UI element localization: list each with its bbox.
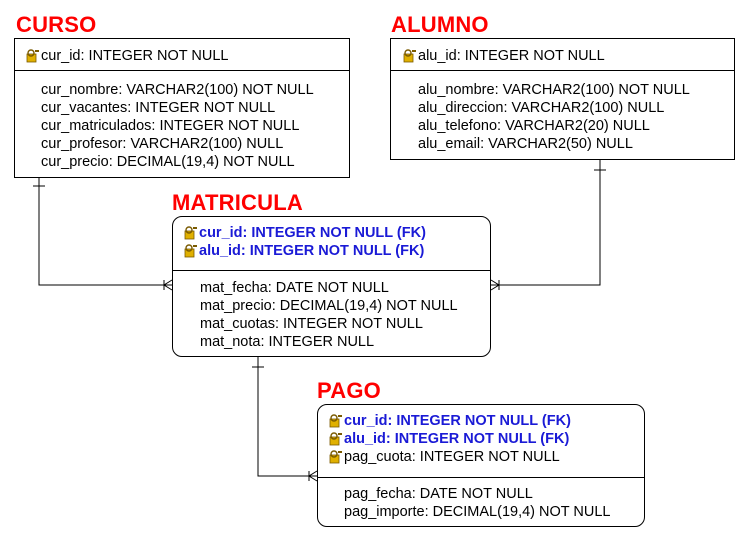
pago-key-row: pag_cuota: INTEGER NOT NULL: [329, 448, 644, 466]
curso-key-section: cur_id: INTEGER NOT NULL: [15, 47, 349, 65]
alumno-attribute: alu_email: VARCHAR2(50) NULL: [418, 136, 633, 152]
curso-attributes: cur_nombre: VARCHAR2(100) NOT NULL cur_v…: [15, 81, 349, 171]
pago-key-2: pag_cuota: INTEGER NOT NULL: [344, 449, 560, 465]
matricula-key-section: cur_id: INTEGER NOT NULL (FK) alu_id: IN…: [173, 224, 490, 260]
relationship-curso-matricula: [33, 178, 173, 291]
alumno-attribute: alu_direccion: VARCHAR2(100) NULL: [418, 100, 665, 116]
curso-key-row: cur_id: INTEGER NOT NULL: [26, 47, 349, 65]
entity-matricula[interactable]: cur_id: INTEGER NOT NULL (FK) alu_id: IN…: [172, 216, 491, 357]
curso-divider: [15, 70, 349, 71]
curso-attribute: cur_matriculados: INTEGER NOT NULL: [41, 118, 300, 134]
key-icon: [184, 244, 197, 258]
matricula-attribute: mat_cuotas: INTEGER NOT NULL: [200, 316, 423, 332]
curso-attribute: cur_vacantes: INTEGER NOT NULL: [41, 100, 276, 116]
alumno-key-0: alu_id: INTEGER NOT NULL: [418, 48, 605, 64]
key-icon: [184, 226, 197, 240]
entity-title-curso: CURSO: [16, 12, 97, 37]
relationship-matricula-pago: [252, 357, 318, 482]
alumno-key-row: alu_id: INTEGER NOT NULL: [403, 47, 734, 65]
pago-divider: [318, 477, 644, 478]
entity-alumno[interactable]: alu_id: INTEGER NOT NULL alu_nombre: VAR…: [390, 38, 735, 160]
curso-attribute: cur_nombre: VARCHAR2(100) NOT NULL: [41, 82, 314, 98]
entity-title-alumno: ALUMNO: [391, 12, 489, 37]
matricula-key-row: alu_id: INTEGER NOT NULL (FK): [184, 242, 490, 260]
pago-key-0: cur_id: INTEGER NOT NULL (FK): [344, 413, 571, 429]
key-icon: [329, 414, 342, 428]
pago-key-row: cur_id: INTEGER NOT NULL (FK): [329, 412, 644, 430]
pago-attributes: pag_fecha: DATE NOT NULL pag_importe: DE…: [318, 485, 644, 521]
matricula-attribute: mat_precio: DECIMAL(19,4) NOT NULL: [200, 298, 458, 314]
matricula-attribute: mat_nota: INTEGER NULL: [200, 334, 375, 350]
alumno-attributes: alu_nombre: VARCHAR2(100) NOT NULL alu_d…: [391, 81, 734, 153]
entity-pago[interactable]: cur_id: INTEGER NOT NULL (FK) alu_id: IN…: [317, 404, 645, 527]
pago-attribute: pag_importe: DECIMAL(19,4) NOT NULL: [344, 504, 611, 520]
key-icon: [26, 49, 39, 63]
matricula-key-row: cur_id: INTEGER NOT NULL (FK): [184, 224, 490, 242]
curso-attribute: cur_profesor: VARCHAR2(100) NULL: [41, 136, 284, 152]
curso-attribute: cur_precio: DECIMAL(19,4) NOT NULL: [41, 154, 295, 170]
entity-title-pago: PAGO: [317, 378, 381, 403]
matricula-divider: [173, 270, 490, 271]
key-icon: [403, 49, 416, 63]
key-icon: [329, 450, 342, 464]
curso-key-0: cur_id: INTEGER NOT NULL: [41, 48, 229, 64]
pago-attribute: pag_fecha: DATE NOT NULL: [344, 486, 533, 502]
pago-key-section: cur_id: INTEGER NOT NULL (FK) alu_id: IN…: [318, 412, 644, 466]
matricula-attributes: mat_fecha: DATE NOT NULL mat_precio: DEC…: [173, 279, 490, 351]
alumno-attribute: alu_nombre: VARCHAR2(100) NOT NULL: [418, 82, 690, 98]
alumno-key-section: alu_id: INTEGER NOT NULL: [391, 47, 734, 65]
key-icon: [329, 432, 342, 446]
entity-title-matricula: MATRICULA: [172, 190, 303, 215]
matricula-key-1: alu_id: INTEGER NOT NULL (FK): [199, 243, 425, 259]
pago-key-row: alu_id: INTEGER NOT NULL (FK): [329, 430, 644, 448]
matricula-attribute: mat_fecha: DATE NOT NULL: [200, 280, 389, 296]
alumno-divider: [391, 70, 734, 71]
matricula-key-0: cur_id: INTEGER NOT NULL (FK): [199, 225, 426, 241]
entity-curso[interactable]: cur_id: INTEGER NOT NULL cur_nombre: VAR…: [14, 38, 350, 178]
alumno-attribute: alu_telefono: VARCHAR2(20) NULL: [418, 118, 650, 134]
relationship-alumno-matricula: [490, 160, 606, 291]
pago-key-1: alu_id: INTEGER NOT NULL (FK): [344, 431, 570, 447]
